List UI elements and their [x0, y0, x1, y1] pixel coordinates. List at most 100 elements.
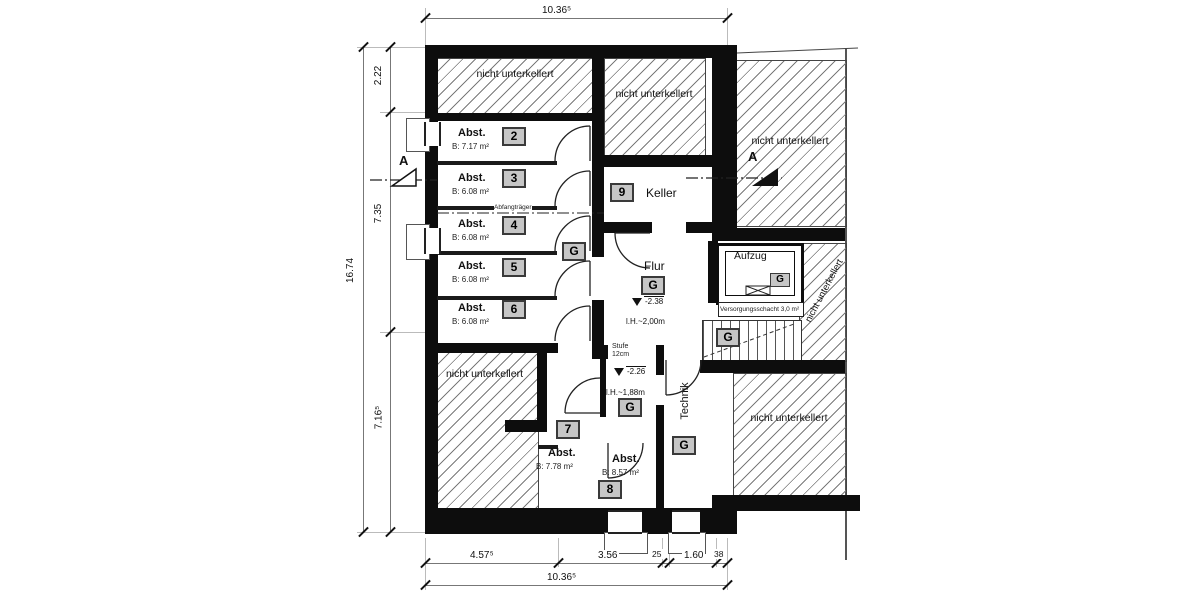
extension-line: [357, 532, 437, 533]
room-area: B: 6.08 m²: [452, 275, 489, 284]
dimension-label-bottom-seg3: 25: [650, 549, 664, 559]
hatched-area-not-basemented: [733, 373, 847, 497]
supply-shaft-box: [718, 302, 804, 317]
wall: [604, 222, 652, 233]
room-label-flur: Flur: [644, 259, 665, 273]
room-number-badge: 6: [502, 300, 526, 319]
wall: [712, 45, 737, 241]
window: [672, 510, 700, 534]
dimension-label-bottom-seg2: 3.56: [596, 550, 620, 561]
wall: [592, 167, 604, 257]
extension-line: [357, 47, 437, 48]
room-label: Abst.: [458, 127, 486, 139]
wall: [592, 155, 723, 167]
room-number-badge: 7: [556, 420, 580, 439]
window: [424, 228, 441, 254]
dimension-label-bottom-seg4: 1.60: [682, 550, 706, 561]
section-mark-label: A: [399, 153, 409, 168]
room-label: Abst.: [458, 302, 486, 314]
room-number-badge: 9: [610, 183, 634, 202]
wall: [708, 241, 718, 303]
extension-line: [425, 8, 426, 45]
wall: [592, 45, 604, 167]
hatched-area-not-basemented: [604, 58, 706, 157]
wall: [656, 405, 664, 523]
dimension-label-left-total: 16.74: [345, 255, 357, 286]
room-number-badge: 4: [502, 216, 526, 235]
hatched-area-not-basemented: [799, 243, 847, 362]
level-value: -2.26: [626, 366, 647, 376]
room-label: Abst.: [458, 260, 486, 272]
clear-height-label: l.H.~1,88m: [606, 388, 645, 397]
wall: [437, 113, 595, 121]
wall: [537, 351, 547, 421]
dimension-line-left-outer: [363, 47, 364, 532]
wall: [700, 360, 845, 373]
level-marker-icon: [614, 368, 624, 376]
dimension-label-bottom-seg1: 4.57⁵: [468, 550, 496, 561]
wall: [686, 222, 712, 233]
room-number-badge: 5: [502, 258, 526, 277]
hatched-area-not-basemented: [733, 60, 847, 227]
room-label-aufzug: Aufzug: [734, 250, 767, 262]
step-label-1: Stufe: [612, 343, 629, 350]
not-basemented-label: nicht unterkellert: [445, 368, 524, 380]
partition-wall: [437, 251, 557, 255]
dimension-line-bottom-outer: [425, 585, 727, 586]
dimension-label-left-seg1: 2.22: [373, 63, 385, 88]
partition-wall: [437, 161, 557, 165]
level-marker: -2.38: [632, 296, 665, 306]
wall: [656, 345, 664, 375]
partition-wall: [437, 296, 557, 300]
room-number-badge: 3: [502, 169, 526, 188]
dimension-label-top-total: 10.36⁵: [540, 5, 574, 16]
room-label: Abst.: [458, 218, 486, 230]
dimension-label-left-seg3: 7.16⁵: [373, 403, 385, 432]
dimension-label-bottom-seg5: 38: [712, 549, 726, 559]
clear-height-label: l.H.~2,00m: [626, 317, 665, 326]
window: [608, 510, 642, 534]
dimension-line-top: [425, 18, 727, 19]
dimension-line-bottom-inner: [425, 563, 727, 564]
g-badge: G: [716, 328, 740, 347]
level-marker-icon: [632, 298, 642, 306]
wall: [538, 445, 558, 449]
wall: [505, 420, 547, 432]
dimension-label-left-seg2: 7.35: [373, 201, 385, 226]
dimension-line-left-inner: [390, 47, 391, 532]
level-marker: -2.26: [614, 366, 647, 376]
room-number-badge: 2: [502, 127, 526, 146]
g-badge: G: [672, 436, 696, 455]
extension-line: [380, 332, 437, 333]
room-area: B: 6.08 m²: [452, 187, 489, 196]
g-badge: G: [641, 276, 665, 295]
wall: [712, 228, 845, 241]
supply-shaft-label: Versorgungsschacht 3,0 m²: [720, 306, 800, 313]
hatched-area-not-basemented: [437, 58, 594, 115]
window: [424, 122, 441, 146]
room-area: B: 7.17 m²: [452, 142, 489, 151]
room-label: Abst.: [612, 453, 640, 465]
wall: [425, 45, 438, 524]
room-label-keller: Keller: [646, 186, 677, 200]
site-line: [736, 47, 859, 54]
wall: [592, 345, 608, 359]
room-label: Abst.: [548, 447, 576, 459]
level-value: -2.38: [644, 296, 665, 306]
not-basemented-label: nicht unterkellert: [750, 412, 828, 424]
not-basemented-label: nicht unterkellert: [615, 88, 693, 100]
wall: [425, 343, 558, 353]
wall: [712, 495, 860, 511]
wall: [600, 359, 606, 417]
room-label: Abst.: [458, 172, 486, 184]
wall: [592, 300, 604, 345]
not-basemented-label: nicht unterkellert: [751, 135, 829, 147]
extension-line: [558, 538, 559, 567]
room-label-technik: Technik: [679, 382, 691, 420]
extension-line: [380, 112, 437, 113]
section-mark-label: A: [748, 149, 758, 164]
room-area: B: 6.08 m²: [452, 317, 489, 326]
dimension-label-bottom-total: 10.36⁵: [545, 572, 579, 583]
step-label-2: 12cm: [612, 351, 630, 358]
